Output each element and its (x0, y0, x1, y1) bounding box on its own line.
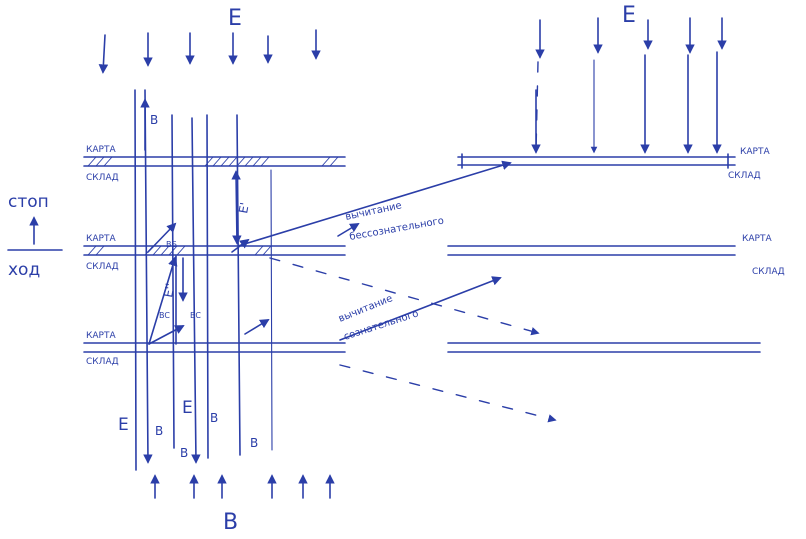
label-sklad-right-2: СКЛАД (752, 267, 785, 277)
label-sklad-1: СКЛАД (86, 173, 119, 183)
label-karta-2: КАРТА (86, 234, 116, 244)
label-e-lower-1: E (118, 415, 129, 435)
label-bb: BБ (166, 240, 177, 249)
incoming-e-arrows-right (535, 17, 727, 59)
incoming-e-arrows-left (98, 29, 321, 74)
vertical-rays-left (134, 89, 273, 471)
plate-pair-top-left (83, 156, 346, 167)
incoming-b-arrows-bottom (150, 474, 335, 499)
label-b-lower-2: B (180, 446, 188, 460)
label-e-top-left: E (228, 6, 242, 31)
label-e-prime: E' (236, 201, 252, 214)
plate-pair-middle-right (447, 245, 736, 256)
plate-pair-bottom-left (83, 342, 346, 353)
label-b-bottom: B (223, 510, 238, 535)
transfer-arrows (237, 160, 557, 423)
label-b-lower-4: B (250, 436, 258, 450)
label-hod: ход (8, 260, 40, 280)
label-b-upper: B (150, 113, 158, 127)
label-sklad-right-1: СКЛАД (728, 171, 761, 181)
note-vychitanie-1: вычитание (344, 200, 402, 223)
label-karta-1: КАРТА (86, 145, 116, 155)
arrow-e-prime (231, 170, 242, 245)
label-bc-left: BC (159, 311, 170, 320)
label-karta-right-2: КАРТА (742, 234, 772, 244)
vertical-rays-right (531, 51, 722, 154)
label-e-lower-2: E (182, 398, 193, 418)
plate-pair-top-right (457, 153, 736, 169)
label-bc-right: BC (190, 311, 201, 320)
label-b-lower-3: B (210, 411, 218, 425)
label-karta-3: КАРТА (86, 331, 116, 341)
label-sklad-2: СКЛАД (86, 262, 119, 272)
label-e-double-prime: E'' (161, 282, 177, 298)
label-b-lower-1: B (155, 424, 163, 438)
label-e-top-right: E (622, 3, 636, 28)
inner-vectors (147, 222, 270, 345)
label-sklad-3: СКЛАД (86, 357, 119, 367)
plate-pair-middle-left (83, 245, 346, 256)
plate-pair-bottom-right (447, 342, 761, 353)
label-karta-right-1: КАРТА (740, 147, 770, 157)
note-bessoznatelnogo: бессознательного (349, 216, 445, 243)
label-stop: стоп (8, 192, 49, 212)
